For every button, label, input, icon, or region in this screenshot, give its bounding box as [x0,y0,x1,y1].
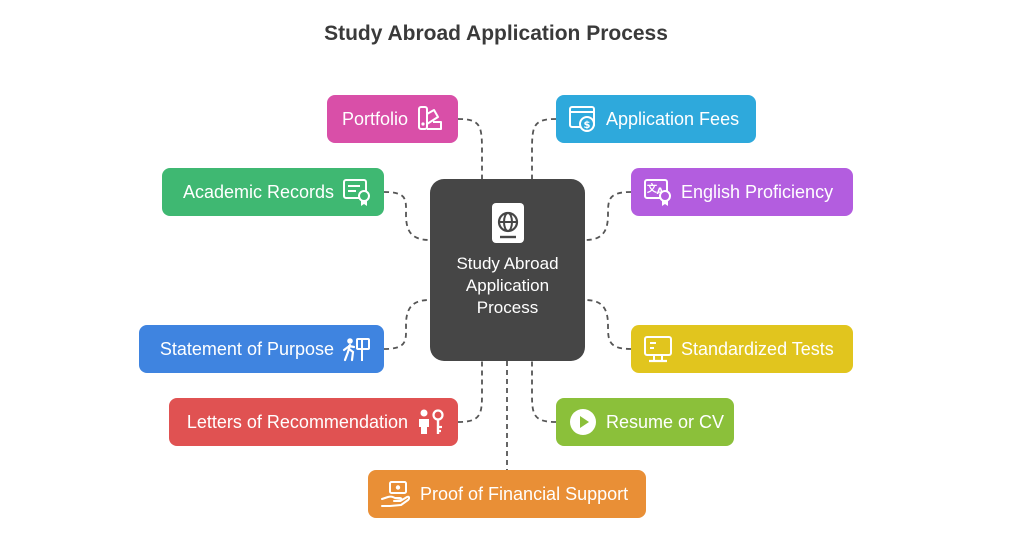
node-standardized-tests[interactable]: Standardized Tests [631,325,853,373]
node-proof-of-financial-support[interactable]: Proof of Financial Support [368,470,646,518]
person-key-icon [419,409,444,434]
node-label: Letters of Recommendation [186,411,408,432]
connector-portfolio [457,118,483,179]
node-label: Academic Records [182,181,334,202]
connector-academic-records [383,191,431,241]
svg-text:文: 文 [647,182,658,195]
node-label: Portfolio [341,108,408,129]
computer-test-icon [644,336,672,363]
node-statement-of-purpose[interactable]: Statement of Purpose [139,325,384,373]
connector-english-proficiency [584,191,632,241]
node-resume-or-cv[interactable]: Resume or CV [556,398,734,446]
node-label: Statement of Purpose [159,338,334,359]
play-circle-icon [570,409,596,435]
connector-letters-of-recommendation [457,361,483,423]
hand-money-icon [381,481,410,507]
node-application-fees[interactable]: $ Application Fees [556,95,756,143]
svg-text:$: $ [584,120,591,131]
center-label: Study Abroad Application Process [456,254,559,317]
browser-money-icon: $ [569,106,595,132]
passport-icon [491,203,524,243]
center-node[interactable]: Study Abroad Application Process [430,179,585,361]
node-label: Resume or CV [606,411,725,432]
connector-statement-of-purpose [383,299,431,350]
swatch-book-icon [418,106,442,130]
node-academic-records[interactable]: Academic Records [162,168,384,216]
node-letters-of-recommendation[interactable]: Letters of Recommendation [169,398,458,446]
connector-resume-or-cv [531,361,557,423]
node-portfolio[interactable]: Portfolio [327,95,458,143]
page-title: Study Abroad Application Process [324,22,668,45]
node-english-proficiency[interactable]: 文 A English Proficiency [631,168,853,216]
node-label: Standardized Tests [681,338,834,359]
connector-standardized-tests [584,299,632,350]
translate-certificate-icon: 文 A [644,179,671,206]
node-label: Proof of Financial Support [420,483,629,504]
svg-text:A: A [657,187,664,197]
node-label: Application Fees [606,108,740,129]
connector-application-fees [531,118,557,179]
person-walking-signpost-icon [342,338,370,362]
certificate-icon [343,179,370,206]
node-label: English Proficiency [681,181,834,202]
